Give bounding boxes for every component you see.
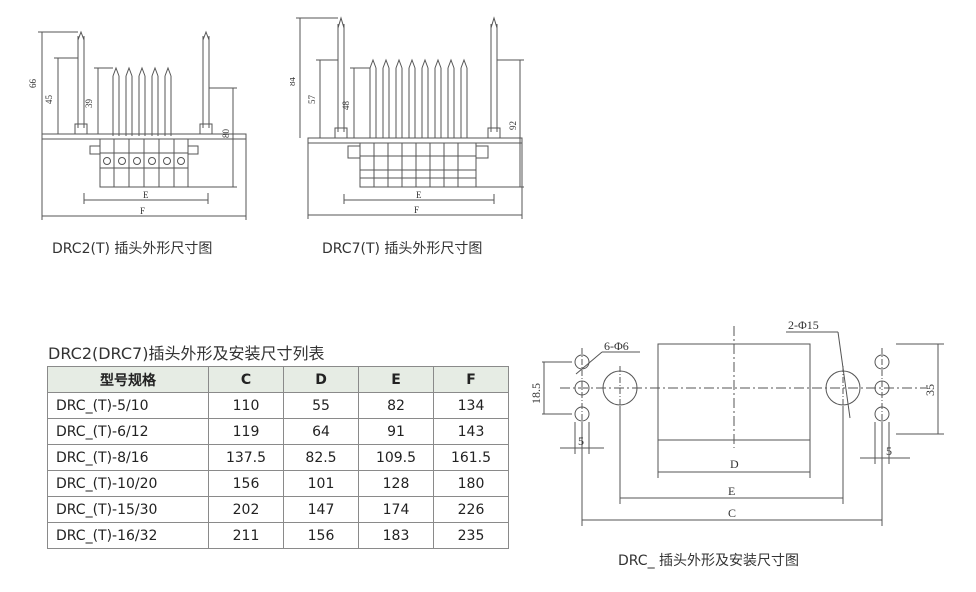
cell-d: 82.5 — [283, 444, 359, 471]
table-row: DRC_(T)-15/30 202 147 174 226 — [47, 496, 509, 523]
cell-e: 128 — [358, 470, 434, 497]
dim-5-right: 5 — [886, 444, 892, 458]
cell-model: DRC_(T)-16/32 — [47, 522, 209, 549]
cell-d: 147 — [283, 496, 359, 523]
dim-45: 45 — [44, 95, 54, 105]
cell-c: 119 — [208, 418, 284, 445]
cell-d: 64 — [283, 418, 359, 445]
cell-c: 110 — [208, 392, 284, 419]
cell-e: 91 — [358, 418, 434, 445]
dim-39: 39 — [84, 99, 94, 109]
cell-c: 202 — [208, 496, 284, 523]
cell-model: DRC_(T)-5/10 — [47, 392, 209, 419]
col-header-f: F — [433, 366, 509, 393]
cell-f: 134 — [433, 392, 509, 419]
label-6-phi6: 6-Φ6 — [604, 339, 629, 353]
cell-f: 161.5 — [433, 444, 509, 471]
table-row: DRC_(T)-16/32 211 156 183 235 — [47, 522, 509, 549]
dim-84: 84 — [290, 77, 297, 87]
cell-f: 143 — [433, 418, 509, 445]
dim-80: 80 — [221, 129, 231, 139]
col-header-e: E — [358, 366, 434, 393]
drc2-caption: DRC2(T) 插头外形尺寸图 — [52, 241, 213, 257]
label-2-phi15: 2-Φ15 — [788, 318, 819, 332]
cell-d: 101 — [283, 470, 359, 497]
dim-e: E — [728, 484, 735, 498]
cell-c: 211 — [208, 522, 284, 549]
cell-f: 180 — [433, 470, 509, 497]
col-header-model: 型号规格 — [47, 366, 209, 393]
dim-66: 66 — [28, 79, 38, 89]
drc7-caption: DRC7(T) 插头外形尺寸图 — [322, 241, 483, 257]
dim-5-left: 5 — [578, 434, 584, 448]
table-row: DRC_(T)-8/16 137.5 82.5 109.5 161.5 — [47, 444, 509, 471]
dim-48: 48 — [341, 101, 351, 111]
col-header-c: C — [208, 366, 284, 393]
dim-92: 92 — [508, 121, 518, 130]
table-header-row: 型号规格 C D E F — [47, 366, 509, 393]
cell-model: DRC_(T)-15/30 — [47, 496, 209, 523]
cell-f: 226 — [433, 496, 509, 523]
dim-f: F — [140, 206, 145, 216]
cell-c: 137.5 — [208, 444, 284, 471]
mounting-caption: DRC_ 插头外形及安装尺寸图 — [618, 553, 800, 569]
cell-e: 183 — [358, 522, 434, 549]
col-header-d: D — [283, 366, 359, 393]
drc7-outline-drawing: 84 57 48 92 E F — [290, 16, 524, 219]
drc2-outline-drawing: 66 45 39 80 E F — [28, 30, 247, 220]
dim-c: C — [728, 506, 736, 520]
cell-c: 156 — [208, 470, 284, 497]
dim-e: E — [416, 190, 422, 200]
mounting-drawing: 6-Φ6 2-Φ15 18.5 35 5 5 D E C — [529, 318, 944, 526]
dim-e: E — [143, 190, 149, 200]
table-row: DRC_(T)-5/10 110 55 82 134 — [47, 392, 509, 419]
cell-model: DRC_(T)-10/20 — [47, 470, 209, 497]
table-row: DRC_(T)-10/20 156 101 128 180 — [47, 470, 509, 497]
dim-18-5: 18.5 — [529, 383, 543, 404]
dim-57: 57 — [307, 95, 317, 105]
dim-d: D — [730, 457, 739, 471]
cell-f: 235 — [433, 522, 509, 549]
cell-e: 109.5 — [358, 444, 434, 471]
spec-table: 型号规格 C D E F DRC_(T)-5/10 110 55 82 134 … — [47, 366, 509, 549]
cell-d: 55 — [283, 392, 359, 419]
dim-35: 35 — [923, 384, 937, 396]
table-row: DRC_(T)-6/12 119 64 91 143 — [47, 418, 509, 445]
cell-e: 174 — [358, 496, 434, 523]
cell-e: 82 — [358, 392, 434, 419]
cell-model: DRC_(T)-8/16 — [47, 444, 209, 471]
dim-f: F — [414, 205, 419, 215]
cell-model: DRC_(T)-6/12 — [47, 418, 209, 445]
cell-d: 156 — [283, 522, 359, 549]
table-title: DRC2(DRC7)插头外形及安装尺寸列表 — [48, 344, 325, 363]
